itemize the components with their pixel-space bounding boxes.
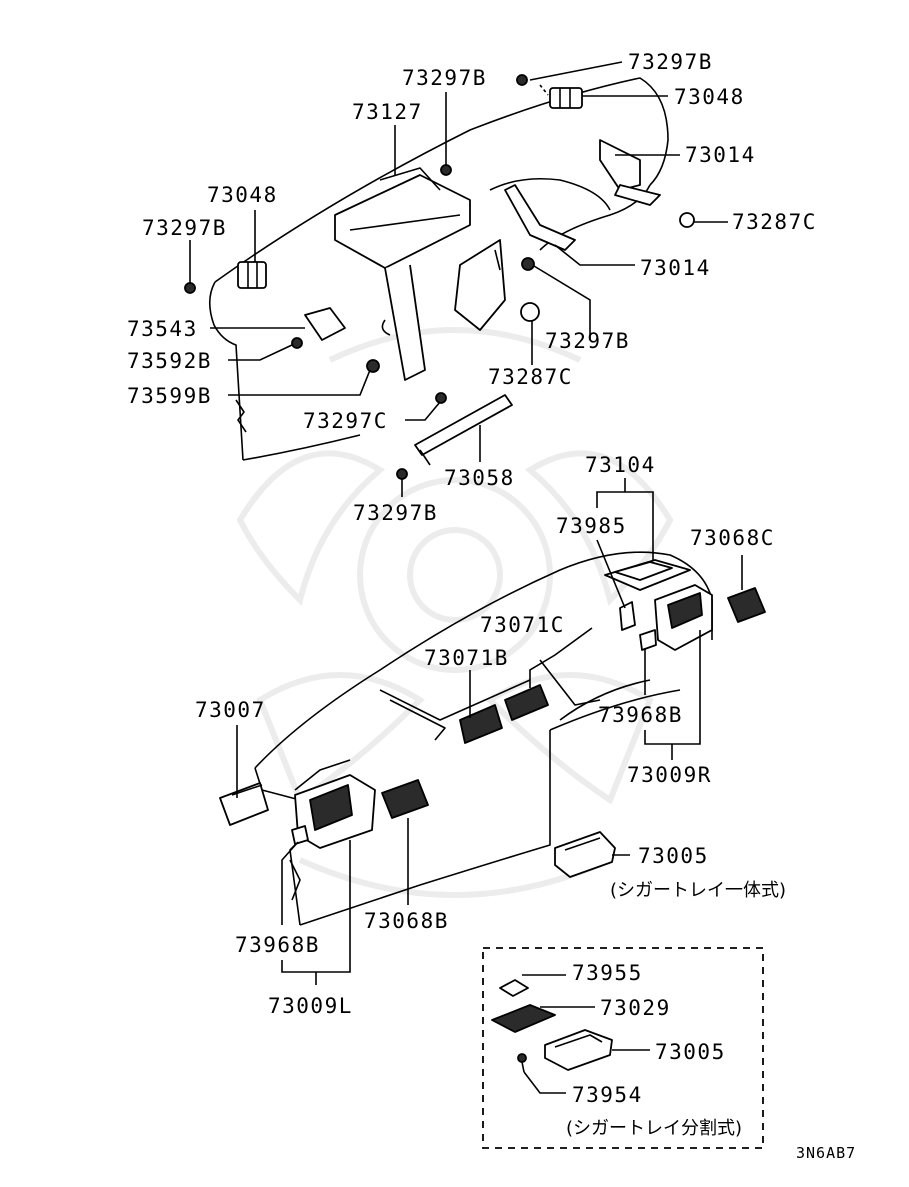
bar-73058: [414, 394, 513, 466]
vent-73068B: [381, 779, 429, 819]
clip-73048-top: [549, 87, 583, 109]
label-73287C-mid: 73287C: [488, 365, 573, 389]
leader-lines: [189, 61, 743, 1094]
label-73543: 73543: [127, 317, 198, 341]
label-73007: 73007: [195, 698, 266, 722]
label-73968B-right: 73968B: [598, 703, 683, 727]
note-integrated-tray: (シガートレイ一体式): [610, 880, 786, 901]
label-73048-left: 73048: [207, 183, 278, 207]
vent-73071B: [459, 704, 503, 744]
label-73068B: 73068B: [364, 909, 449, 933]
diagram-code: 3N6AB7: [796, 1144, 856, 1162]
label-73029: 73029: [600, 996, 671, 1020]
label-73009L: 73009L: [268, 994, 353, 1018]
label-73014-b: 73014: [640, 256, 711, 280]
clip-73048-left: [237, 261, 267, 289]
note-separate-tray: (シガートレイ分割式): [566, 1118, 742, 1139]
label-73071B: 73071B: [424, 646, 509, 670]
label-73297B-mid: 73297B: [545, 329, 630, 353]
label-73048-top: 73048: [674, 85, 745, 109]
label-73592B: 73592B: [127, 349, 212, 373]
label-73287C-right: 73287C: [732, 210, 817, 234]
label-73009R: 73009R: [627, 763, 712, 787]
console-73104: [604, 559, 691, 591]
label-73297B-left: 73297B: [142, 216, 227, 240]
label-73068C: 73068C: [690, 526, 775, 550]
label-73127: 73127: [352, 100, 423, 124]
label-73005-b: 73005: [655, 1040, 726, 1064]
parts-inset: [491, 979, 613, 1073]
label-73297B-upper: 73297B: [402, 66, 487, 90]
vent-assembly-73009L: [291, 774, 376, 849]
brackets-73014: [504, 139, 661, 251]
separate-tray-box: [482, 947, 764, 1149]
label-73968B-left: 73968B: [235, 933, 320, 957]
part-labels: 73297B 73048 73297B 73127 73014 73048 73…: [127, 50, 856, 1162]
label-73297B-low: 73297B: [353, 501, 438, 525]
label-73005-a: 73005: [638, 844, 709, 868]
label-73071C: 73071C: [480, 613, 565, 637]
label-73599B: 73599B: [127, 384, 212, 408]
label-73014-a: 73014: [685, 143, 756, 167]
label-73104: 73104: [585, 453, 656, 477]
label-73985: 73985: [556, 514, 627, 538]
pocket-73007: [219, 782, 269, 826]
label-73955: 73955: [572, 961, 643, 985]
bracket-73127: [334, 167, 506, 381]
label-73954: 73954: [572, 1083, 643, 1107]
vent-73068C: [727, 587, 766, 623]
vent-assembly-73009R: [619, 584, 713, 651]
label-73297C: 73297C: [303, 409, 388, 433]
label-73297B-top: 73297B: [628, 50, 713, 74]
tray-73005: [554, 831, 616, 878]
vent-73071C: [504, 684, 549, 721]
label-73058: 73058: [444, 466, 515, 490]
